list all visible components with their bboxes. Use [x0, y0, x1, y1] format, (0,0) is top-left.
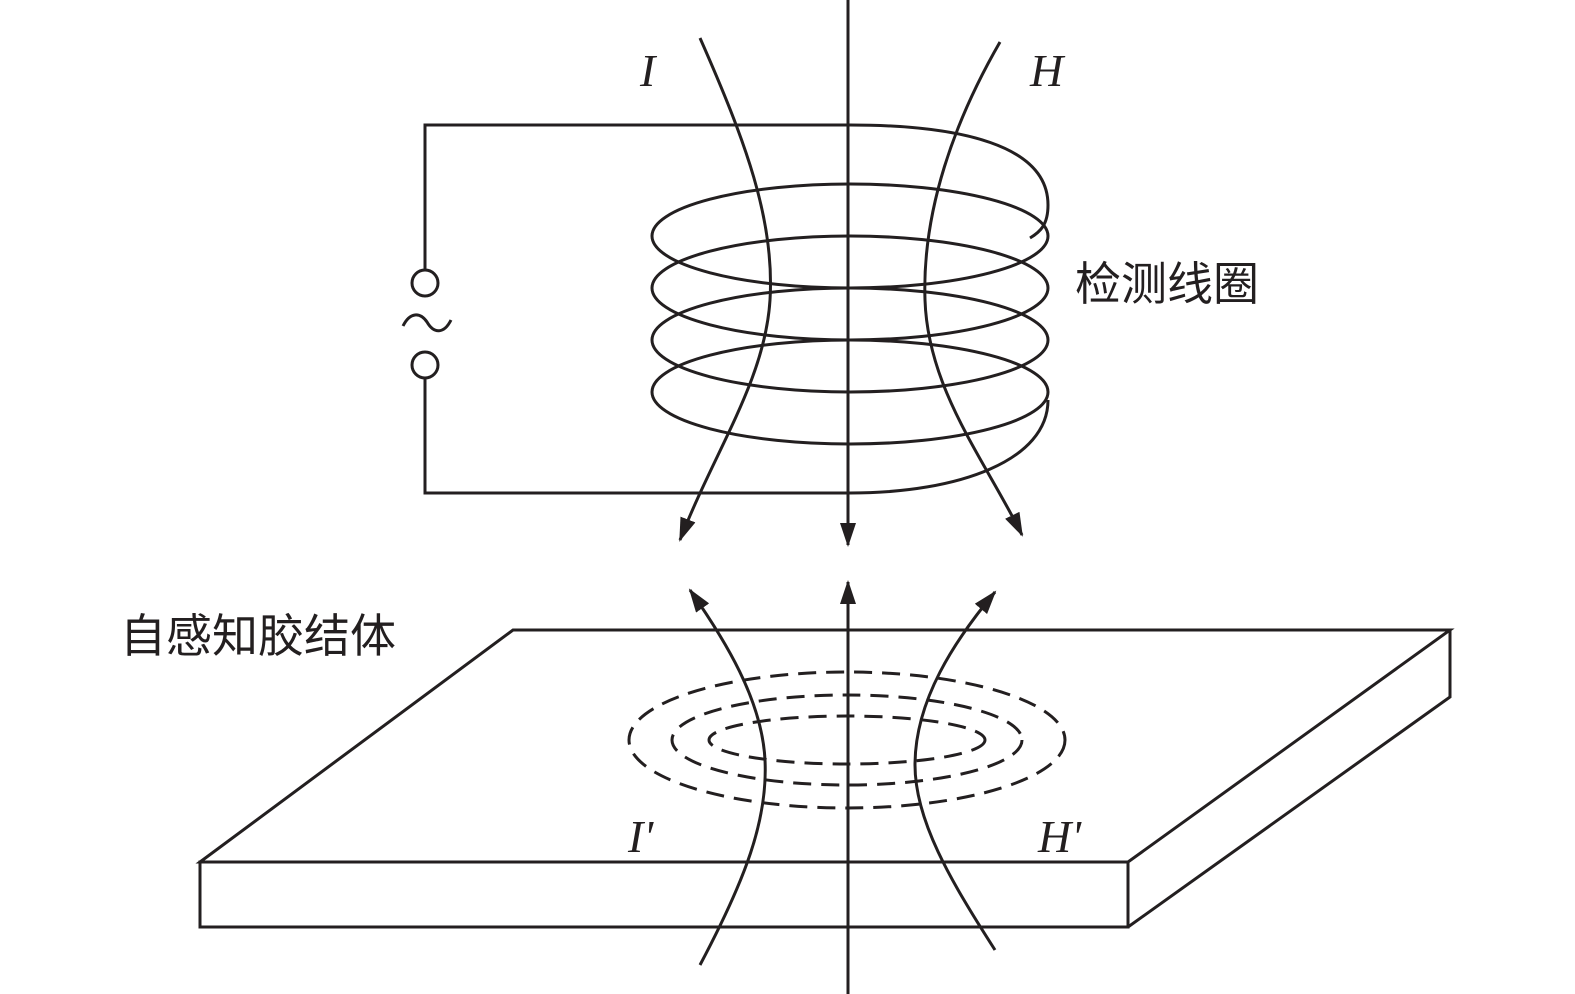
field-line-left-upper [678, 37, 773, 542]
wire-top [423, 123, 850, 270]
label-self-sensing-body: 自感知胶结体 [120, 609, 396, 663]
label-induced-field: H' [1037, 811, 1082, 862]
terminal-bottom [410, 350, 440, 380]
field-line-right-lower [913, 590, 997, 951]
eddy-current-loops [627, 670, 1067, 810]
self-sensing-body-plate [195, 628, 1455, 929]
label-detection-coil: 检测线圈 [1075, 257, 1259, 311]
label-current: I [639, 45, 658, 96]
wire-bottom [423, 378, 850, 495]
field-line-right-upper [923, 41, 1024, 537]
ac-source-icon [401, 313, 453, 333]
label-field: H [1029, 45, 1066, 96]
circuit [401, 123, 850, 495]
field-line-left-lower [688, 588, 767, 966]
label-induced-current: I' [627, 811, 654, 862]
terminal-top [410, 268, 440, 298]
detection-coil [650, 123, 1050, 495]
